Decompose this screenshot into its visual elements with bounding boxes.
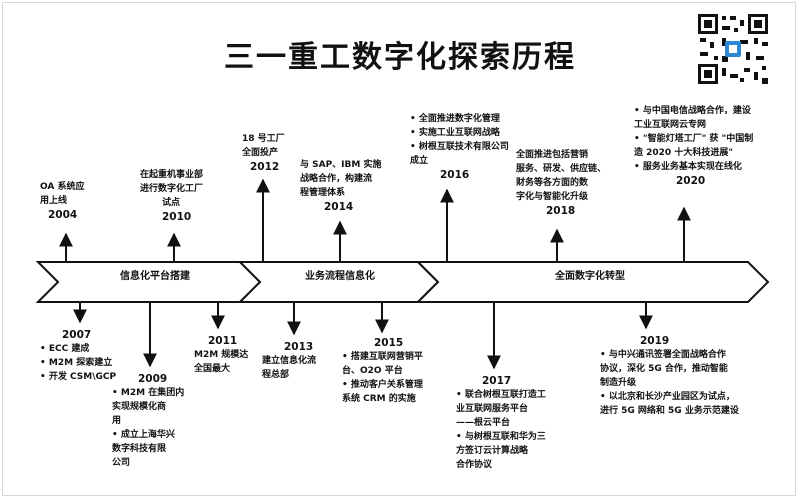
event-2016-line: • 实施工业互联网战略 [410,128,500,138]
event-year: 2016 [440,169,470,181]
event-year: 2018 [546,205,576,217]
event-2010-line: 试点 [162,198,181,208]
event-2016: • 全面推进数字化管理 • 实施工业互联网战略 • 树根互联技术有限公司 成立 … [410,112,540,182]
event-2018-line: 全面推进包括营销 [516,150,589,160]
event-2011: 2011 M2M 规模达 全国最大 [194,334,274,376]
event-2009-line: 数字科技有限 [112,444,167,454]
event-2017-line: 业互联网服务平台 [456,404,529,414]
event-2007-line: • 开发 CSM\GCP [40,372,117,382]
event-2014-line: 与 SAP、IBM 实施 [300,160,382,170]
event-2011-line: 全国最大 [194,364,231,374]
event-2017-line: 方签订云计算战略 [456,446,529,456]
event-2009-line: 用 [112,416,122,426]
event-2018-line: 服务、研发、供应链、 [516,164,607,174]
event-year: 2012 [250,161,280,173]
event-2010-line: 在起重机事业部 [140,170,204,180]
event-2018: 全面推进包括营销 服务、研发、供应链、 财务等各方面的数 字化与智能化升级 20… [516,148,628,218]
event-2004-line: 用上线 [40,196,68,206]
event-2017: 2017 • 联合树根互联打造工 业互联网服务平台 ——根云平台 • 与树根互联… [456,374,590,472]
event-2016-line: • 全面推进数字化管理 [410,114,500,124]
event-2018-line: 字化与智能化升级 [516,192,589,202]
event-2004: OA 系统应 用上线 2004 [40,180,120,222]
event-2007-line: • M2M 探索建立 [40,358,113,368]
page-title: 三一重工数字化探索历程 [224,40,576,75]
event-2013-line: 程总部 [262,370,290,380]
event-year: 2007 [62,329,92,341]
event-year: 2019 [640,335,670,347]
event-2013: 2013 建立信息化流 程总部 [262,340,342,382]
event-2020-line: • 服务业务基本实现在线化 [634,162,742,172]
event-year: 2014 [324,201,354,213]
event-2015: 2015 • 搭建互联网营销平 台、O2O 平台 • 推动客户关系管理 系统 C… [342,336,462,406]
event-year: 2010 [162,211,192,223]
event-year: 2017 [482,375,512,387]
event-2020-line: • 与中国电信战略合作，建设 [634,106,751,116]
event-2017-line: • 联合树根互联打造工 [456,390,546,400]
event-2009-line: • M2M 在集团内 [112,388,185,398]
event-2004-line: OA 系统应 [40,182,85,192]
event-2017-line: • 与树根互联和华为三 [456,432,546,442]
phase-label-info-platform: 信息化平台搭建 [120,271,190,282]
phase-label-process-info: 业务流程信息化 [305,271,375,282]
phase-label-digital-transformation: 全面数字化转型 [555,271,625,282]
event-year: 2013 [284,341,314,353]
event-2020-line: • "智能灯塔工厂" 获 "中国制 [634,134,754,144]
event-2007: 2007 • ECC 建成 • M2M 探索建立 • 开发 CSM\GCP [40,328,140,384]
event-2007-line: • ECC 建成 [40,344,90,354]
event-2009-line: 公司 [112,458,131,468]
event-2015-line: 系统 CRM 的实施 [342,394,416,404]
event-2016-line: • 树根互联技术有限公司 [410,142,509,152]
event-year: 2011 [208,335,238,347]
event-2009-line: 实现规模化商 [112,402,167,412]
event-2019-line: 进行 5G 网络和 5G 业务示范建设 [600,406,739,416]
event-2014-line: 战略合作，构建流 [300,174,373,184]
event-year: 2015 [374,337,404,349]
event-2017-line: ——根云平台 [456,418,511,428]
event-2010-line: 进行数字化工厂 [140,184,204,194]
event-2019-line: • 与中兴通讯签署全面战略合作 [600,350,726,360]
event-2018-line: 财务等各方面的数 [516,178,589,188]
phase-arrow-3 [415,261,770,303]
event-2020: • 与中国电信战略合作，建设 工业互联网云专网 • "智能灯塔工厂" 获 "中国… [634,104,790,188]
event-2012-line: 全面投产 [242,148,279,158]
event-2014-line: 程管理体系 [300,188,346,198]
event-2019-line: 制造升级 [600,378,637,388]
event-2012-line: 18 号工厂 [242,134,285,144]
event-2019: 2019 • 与中兴通讯签署全面战略合作 协议，深化 5G 合作，推动智能 制造… [600,334,792,418]
event-year: 2009 [138,373,168,385]
qr-code-icon [696,12,770,86]
event-2012: 18 号工厂 全面投产 2012 [242,132,302,174]
event-2016-line: 成立 [410,156,429,166]
event-2015-line: 台、O2O 平台 [342,366,403,376]
event-year: 2020 [676,175,706,187]
event-2019-line: 协议，深化 5G 合作，推动智能 [600,364,728,374]
event-year: 2004 [48,209,78,221]
event-2010: 在起重机事业部 进行数字化工厂 试点 2010 [140,168,240,224]
event-2013-line: 建立信息化流 [262,356,317,366]
event-2020-line: 工业互联网云专网 [634,120,707,130]
event-2019-line: • 以北京和长沙产业园区为试点， [600,392,735,402]
event-2017-line: 合作协议 [456,460,493,470]
event-2015-line: • 推动客户关系管理 [342,380,423,390]
event-2014: 与 SAP、IBM 实施 战略合作，构建流 程管理体系 2014 [300,158,400,214]
event-2009: 2009 • M2M 在集团内 实现规模化商 用 • 成立上海华兴 数字科技有限… [112,372,202,470]
event-2009-line: • 成立上海华兴 [112,430,175,440]
event-2011-line: M2M 规模达 [194,350,249,360]
event-2020-line: 造 2020 十大科技进展" [634,148,734,158]
event-2015-line: • 搭建互联网营销平 [342,352,423,362]
